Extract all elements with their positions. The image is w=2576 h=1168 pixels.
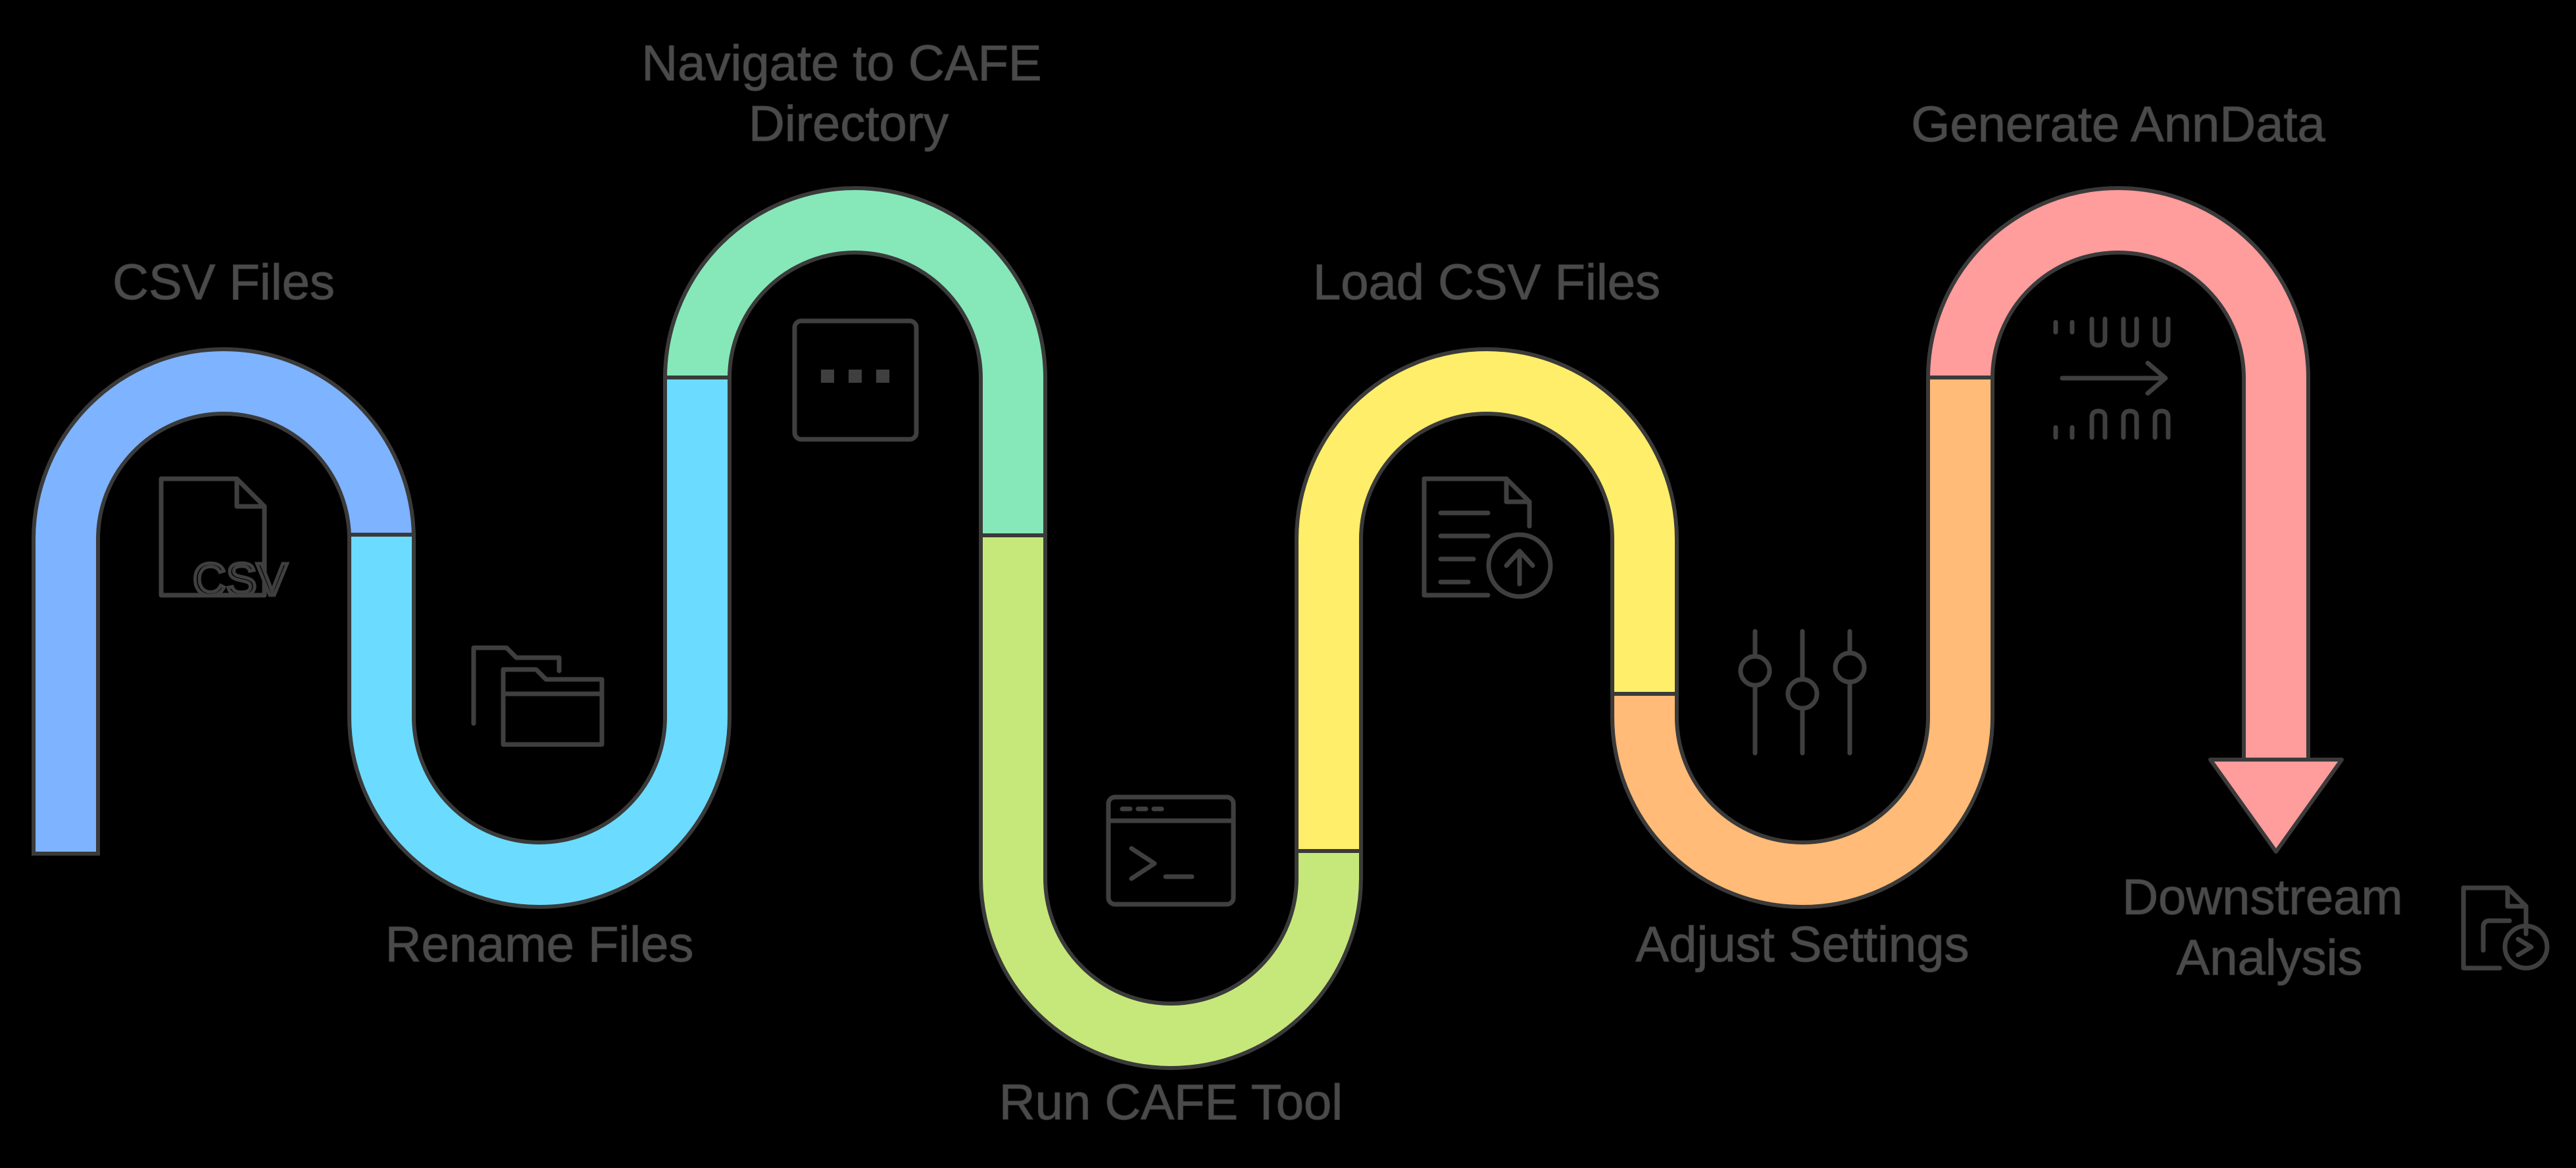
ellipsis-window-icon (792, 318, 919, 442)
csv-file-icon: CSV (159, 476, 289, 607)
pipe-segment-csv-files (36, 351, 412, 855)
step-label-load-csv: Load CSV Files (1313, 255, 1660, 310)
step-label-run-cafe: Run CAFE Tool (999, 1075, 1343, 1131)
step-label-downstream: Downstream Analysis (2122, 869, 2417, 986)
pipe-segment-load-csv (1299, 351, 1675, 852)
data-transform-icon (2053, 316, 2171, 440)
step-label-generate-anndata: Generate AnnData (1911, 97, 2325, 153)
sliders-icon (1738, 629, 1867, 756)
pipe-segment-run-cafe (983, 536, 1359, 1066)
pipe-segment-adjust-settings (1614, 378, 1991, 905)
step-label-rename-files: Rename Files (385, 917, 694, 973)
document-upload-icon (1422, 476, 1553, 599)
step-label-adjust-settings: Adjust Settings (1636, 917, 1969, 973)
step-label-csv-files: CSV Files (112, 255, 335, 310)
folders-icon (471, 645, 605, 747)
pipe-segment-navigate-cafe (667, 190, 1043, 536)
pipe-segment-generate-anndata (1930, 190, 2306, 763)
step-label-navigate-cafe: Navigate to CAFE Directory (641, 36, 1055, 152)
terminal-icon (1106, 794, 1236, 907)
pipe-segment-rename-files (351, 378, 728, 905)
svg-text:CSV: CSV (193, 554, 287, 605)
pipe-arrowhead (2208, 758, 2344, 854)
document-export-icon (2461, 885, 2550, 971)
